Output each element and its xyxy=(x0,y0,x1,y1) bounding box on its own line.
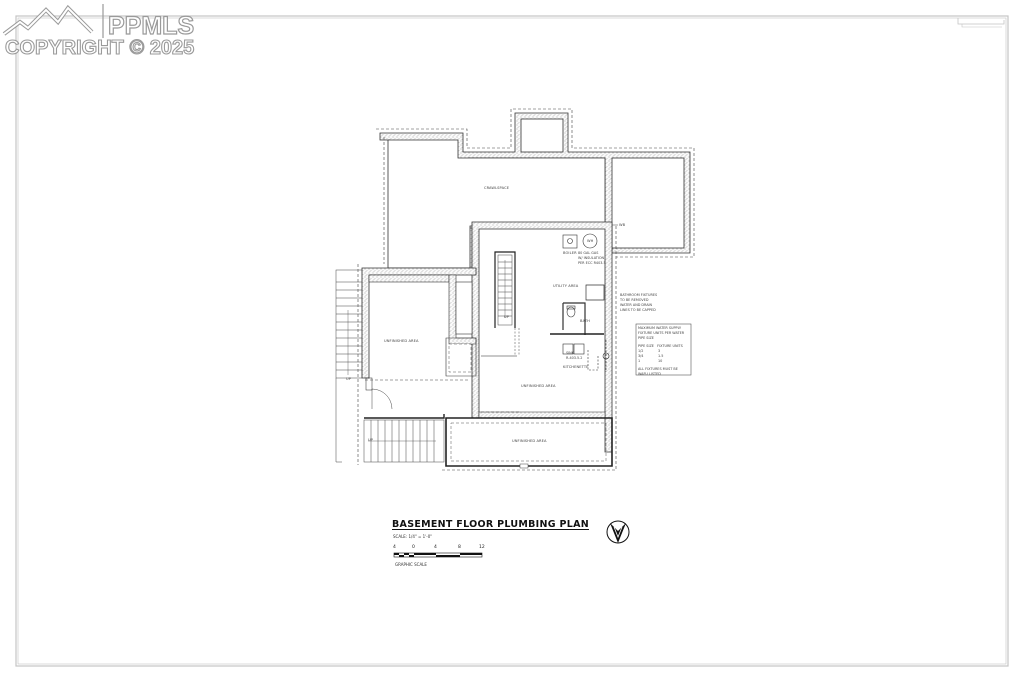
water-heater-icon xyxy=(582,233,598,249)
sink-icon xyxy=(562,343,574,355)
room-label-unfinished-bottom: UNFINISHED AREA xyxy=(512,439,547,443)
mountain-logo-icon xyxy=(2,4,104,38)
sink-label: SINK R-403.5.2 xyxy=(566,351,583,360)
door-swing xyxy=(365,377,393,410)
toilet-icon xyxy=(566,306,576,318)
foundation-walls xyxy=(357,108,695,471)
stair-up-label-interior: UP xyxy=(504,315,509,319)
watermark-copyright: COPYRIGHT © 2025 xyxy=(4,37,195,59)
room-label-utility: UTILITY AREA xyxy=(553,284,579,288)
boiler-label: BOILER xyxy=(563,251,577,255)
bathroom-fixtures-note: BATHROOM FIXTURES TO BE REMOVED WATER AN… xyxy=(620,293,658,312)
water-heater-label: WH xyxy=(587,239,594,243)
sheet-border xyxy=(15,15,1009,667)
north-arrow-icon xyxy=(606,520,630,544)
scale-tick: 4 xyxy=(434,545,437,550)
ppmls-watermark: PPMLS COPYRIGHT © 2025 xyxy=(2,2,212,62)
exterior-stair-left xyxy=(335,269,363,463)
scale-note: SCALE: 1/4" = 1'-0" xyxy=(393,534,433,539)
fixture-table: MAXIMUM WATER SUPPLY FIXTURE UNITS PER W… xyxy=(638,326,685,376)
fixture-table-box xyxy=(635,323,692,376)
scale-tick: 12 xyxy=(479,545,485,550)
utility-bath-kitchenette xyxy=(550,233,610,372)
room-label-bath: BATH xyxy=(580,319,590,323)
interior-stair xyxy=(481,251,520,357)
water-heater-note: 80 GAL GAS W/ INSULATION PER ECC R403.5 xyxy=(578,251,606,265)
drawing-title: BASEMENT FLOOR PLUMBING PLAN xyxy=(392,519,589,530)
wb-callout: WB xyxy=(619,223,626,227)
room-label-kitchenette: KITCHENETTE xyxy=(563,365,589,369)
watermark-brand: PPMLS xyxy=(107,12,195,40)
stair-up-label-left: UP xyxy=(346,377,351,381)
scale-tick: 0 xyxy=(412,545,415,550)
fixture-table-header: PIPE SIZE FIXTURE UNITS xyxy=(638,344,683,348)
graphic-scale-label: GRAPHIC SCALE xyxy=(395,562,427,567)
room-label-unfinished-center: UNFINISHED AREA xyxy=(521,384,556,388)
scale-tick: 4 xyxy=(393,545,396,550)
scale-tick: 8 xyxy=(458,545,461,550)
room-label-crawlspace: CRAWLSPACE xyxy=(484,186,510,190)
boiler-icon xyxy=(562,234,578,249)
room-label-unfinished-left: UNFINISHED AREA xyxy=(384,339,419,343)
exterior-stair-bottom xyxy=(363,414,445,463)
graphic-scale-bar xyxy=(393,552,483,558)
stair-up-label-bottom: UP xyxy=(368,438,373,442)
